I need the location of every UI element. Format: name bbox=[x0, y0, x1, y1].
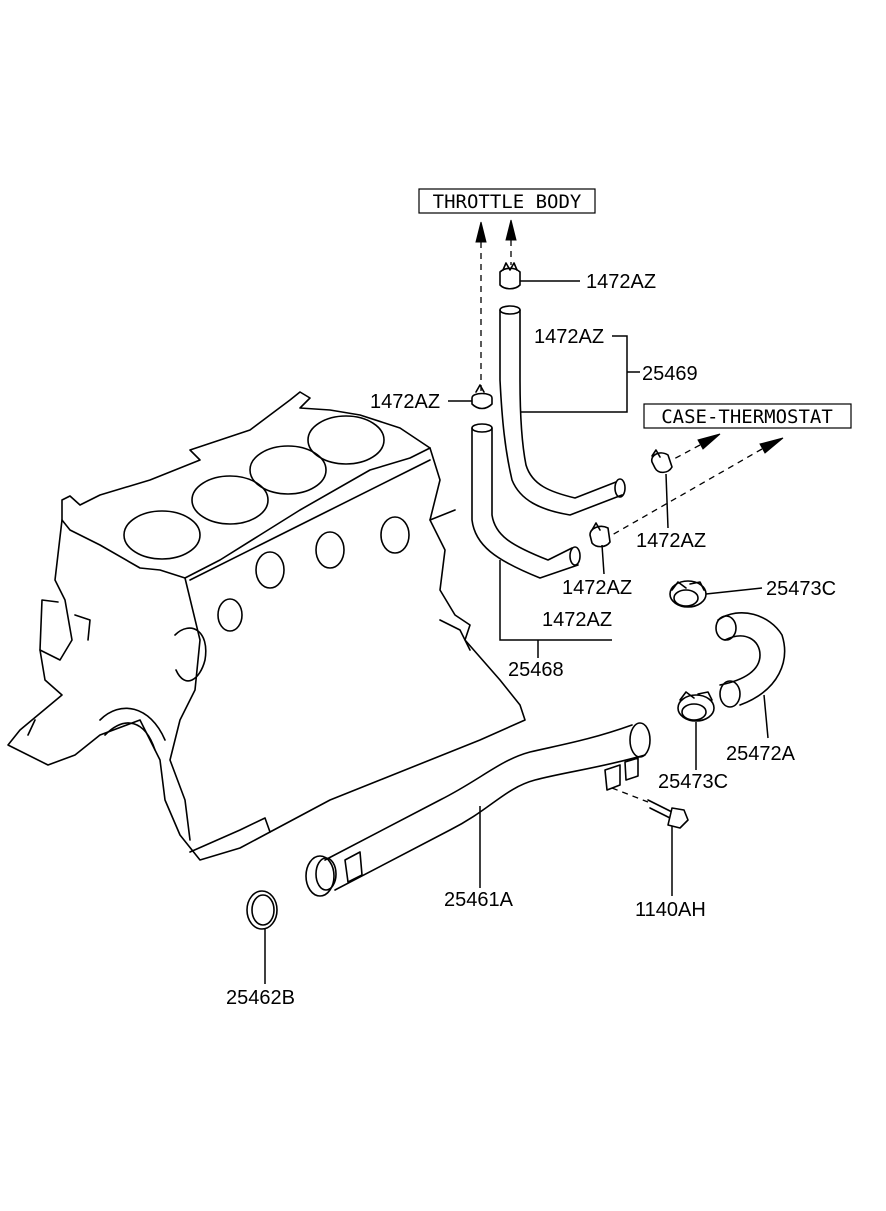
part-label-25468: 25468 bbox=[508, 659, 564, 681]
part-label-25462B: 25462B bbox=[226, 987, 295, 1009]
o-ring-25462B bbox=[246, 890, 278, 930]
part-labels: 1472AZ 1472AZ 25469 1472AZ 1472AZ 1472AZ… bbox=[226, 271, 836, 1009]
hose-clamp-25473C-top bbox=[669, 580, 707, 608]
leader-lines bbox=[264, 280, 769, 984]
arrow-up-icon bbox=[505, 219, 517, 241]
case-thermostat-callout: CASE-THERMOSTAT bbox=[611, 403, 852, 536]
part-label-1472AZ: 1472AZ bbox=[586, 271, 656, 293]
throttle-body-callout: THROTTLE BODY bbox=[418, 188, 596, 392]
engine-block bbox=[7, 391, 526, 861]
part-label-1472AZ: 1472AZ bbox=[534, 326, 604, 348]
clamp-thermostat-upper bbox=[650, 449, 673, 474]
part-label-1472AZ: 1472AZ bbox=[370, 391, 440, 413]
arrow-icon bbox=[759, 437, 784, 454]
part-label-25473C: 25473C bbox=[658, 771, 728, 793]
part-label-25461A: 25461A bbox=[444, 889, 514, 911]
clamp-icon bbox=[471, 392, 493, 410]
part-label-1140AH: 1140AH bbox=[635, 899, 706, 921]
clamp-icon bbox=[650, 452, 673, 474]
hose-clamp-25473C-bottom bbox=[677, 691, 715, 722]
arrow-icon bbox=[697, 433, 721, 450]
part-label-1472AZ: 1472AZ bbox=[562, 577, 632, 599]
water-pipe-25461A bbox=[305, 722, 651, 897]
hose-25469 bbox=[499, 262, 626, 516]
clamp-icon bbox=[499, 267, 521, 290]
part-label-1472AZ: 1472AZ bbox=[636, 530, 706, 552]
part-label-1472AZ: 1472AZ bbox=[542, 609, 612, 631]
part-label-25473C: 25473C bbox=[766, 578, 836, 600]
part-label-25472A: 25472A bbox=[726, 743, 796, 765]
part-label-25469: 25469 bbox=[642, 363, 698, 385]
throttle-body-label: THROTTLE BODY bbox=[433, 191, 582, 213]
radiator-hose-25472A bbox=[715, 612, 786, 708]
clamp-thermostat-lower bbox=[589, 522, 611, 548]
case-thermostat-label: CASE-THERMOSTAT bbox=[661, 406, 833, 428]
hose-25468 bbox=[471, 384, 581, 579]
arrow-up-icon bbox=[475, 221, 487, 243]
bolt-1140AH bbox=[611, 787, 689, 829]
